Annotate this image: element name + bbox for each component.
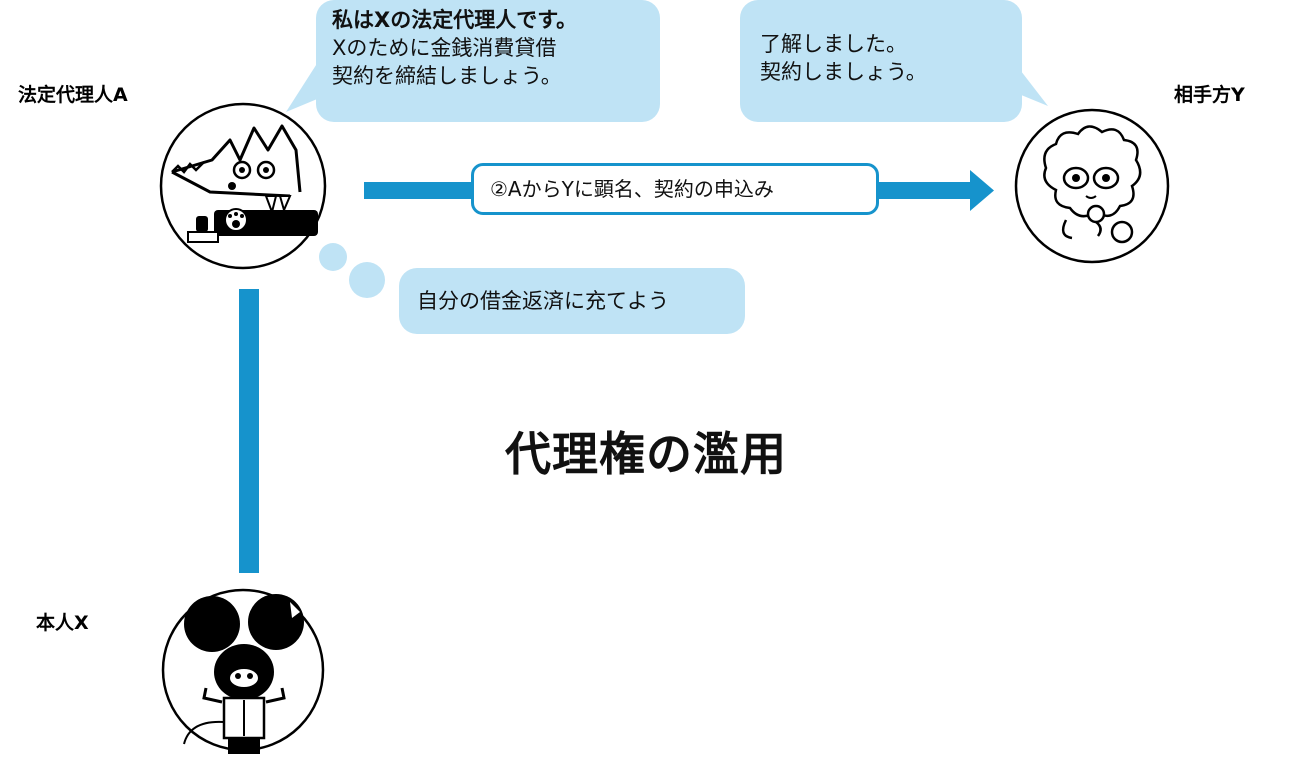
- agent-speech-line-1: 私はXの法定代理人です。: [332, 8, 578, 32]
- offer-arrow-label: ②AからYに顕名、契約の申込み: [471, 163, 879, 215]
- counterparty-speech-bubble: 了解しました。 契約しましょう。: [740, 0, 1022, 122]
- counterparty-speech-line-1: 了解しました。: [760, 32, 907, 56]
- vertical-connector-line: [239, 289, 259, 573]
- wolf-character-icon: [159, 102, 327, 270]
- agent-speech-bubble: 私はXの法定代理人です。 Xのために金銭消費貸借 契約を締結しましょう。: [316, 0, 660, 122]
- agent-thought-bubble: 自分の借金返済に充てよう: [399, 268, 745, 334]
- counterparty-speech-line-2: 契約しましょう。: [760, 60, 927, 84]
- thought-dot-small: [319, 243, 347, 271]
- diagram-title: 代理権の濫用: [505, 427, 787, 481]
- agent-speech-line-2: Xのために金銭消費貸借: [332, 36, 557, 60]
- principal-label: 本人X: [36, 612, 89, 634]
- agent-speech-line-3: 契約を締結しましょう。: [332, 64, 562, 88]
- thought-dot-large: [349, 262, 385, 298]
- agent-label: 法定代理人A: [18, 84, 128, 106]
- sheep-character-icon: [1014, 108, 1170, 264]
- counterparty-speech-tail: [1014, 62, 1048, 106]
- offer-arrow: [364, 170, 994, 211]
- counterparty-label: 相手方Y: [1174, 84, 1245, 106]
- mouse-character-icon: [161, 588, 325, 754]
